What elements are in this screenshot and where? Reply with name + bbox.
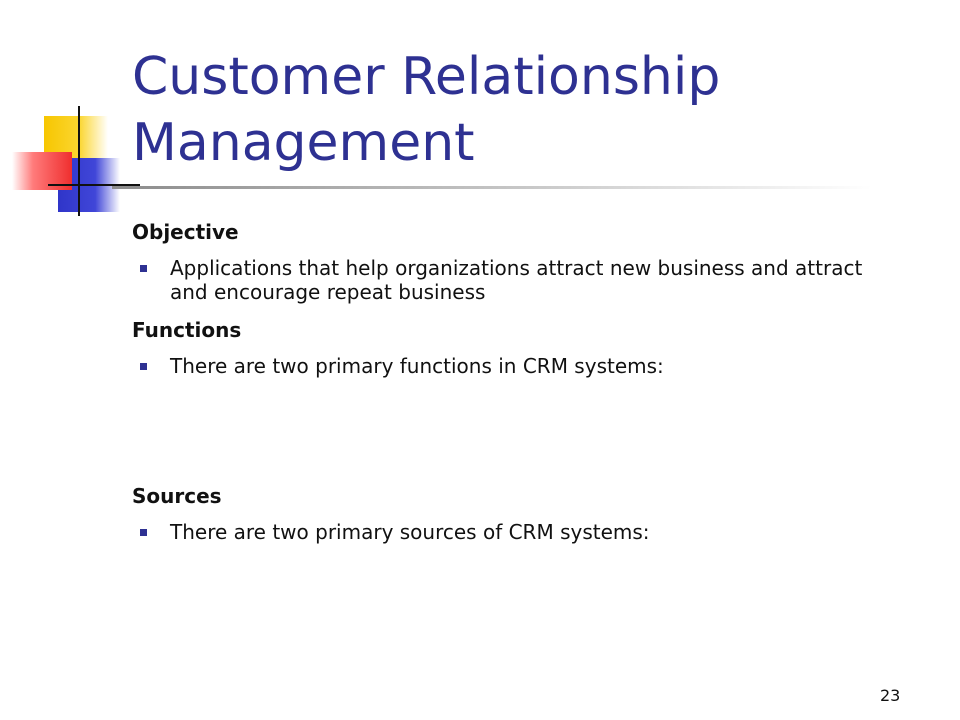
title-underline	[112, 186, 872, 189]
section-sources: Sources There are two primary sources of…	[132, 482, 650, 544]
corner-decoration	[0, 100, 140, 220]
bullet-text: There are two primary functions in CRM s…	[170, 354, 664, 378]
slide-title: Customer Relationship Management	[132, 47, 721, 173]
section-objective: Objective Applications that help organiz…	[132, 218, 892, 304]
page-number: 23	[880, 686, 901, 705]
section-heading-sources: Sources	[132, 484, 222, 508]
bullet-item: Applications that help organizations att…	[132, 256, 892, 304]
bullet-item: There are two primary sources of CRM sys…	[132, 520, 650, 544]
bullet-list-sources: There are two primary sources of CRM sys…	[132, 520, 650, 544]
bullet-list-objective: Applications that help organizations att…	[132, 256, 892, 304]
red-square-decoration	[12, 152, 72, 190]
bullet-item: There are two primary functions in CRM s…	[132, 354, 664, 378]
bullet-text: There are two primary sources of CRM sys…	[170, 520, 650, 544]
bullet-text: Applications that help organizations att…	[170, 256, 863, 304]
horizontal-line-decoration	[48, 184, 140, 186]
vertical-line-decoration	[78, 106, 80, 216]
bullet-square-icon	[140, 363, 147, 370]
section-functions: Functions There are two primary function…	[132, 316, 664, 378]
bullet-list-functions: There are two primary functions in CRM s…	[132, 354, 664, 378]
section-heading-functions: Functions	[132, 318, 242, 342]
bullet-square-icon	[140, 265, 147, 272]
section-heading-objective: Objective	[132, 220, 239, 244]
bullet-square-icon	[140, 529, 147, 536]
